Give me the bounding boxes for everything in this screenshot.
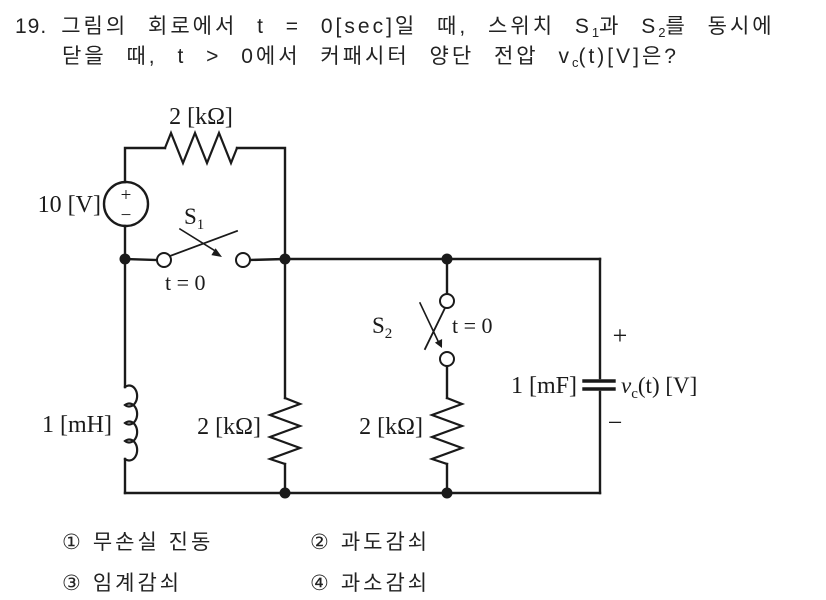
resistor-top-label: 2 [kΩ] bbox=[169, 104, 233, 130]
capacitor-minus-label: − bbox=[608, 408, 623, 437]
choice-4-number: ④ bbox=[310, 572, 329, 595]
node-s1-right bbox=[279, 253, 291, 265]
source-label: 10 [V] bbox=[38, 192, 101, 218]
node-s2-top bbox=[441, 253, 453, 265]
s2-subscript: 2 bbox=[658, 25, 666, 40]
choice-4: ④ 과소감쇠 bbox=[310, 567, 430, 597]
voltage-source-circle bbox=[102, 180, 150, 228]
resistor-right-zigzag bbox=[428, 396, 466, 466]
switch-s1-time-label: t = 0 bbox=[165, 270, 206, 295]
choice-2-number: ② bbox=[310, 531, 329, 554]
question-text-2a: 닫을 때, t > 0에서 커패시터 양단 전압 v bbox=[62, 45, 572, 68]
choice-1-label: 무손실 진동 bbox=[92, 531, 214, 554]
s1-right-contact bbox=[235, 252, 251, 268]
choice-3: ③ 임계감쇠 bbox=[62, 567, 182, 597]
s1-left-contact bbox=[156, 252, 172, 268]
capacitor-voltage-label: vc(t) [V] bbox=[621, 373, 697, 402]
capacitor-plus-label: + bbox=[613, 321, 628, 350]
choice-1: ① 무손실 진동 bbox=[62, 526, 213, 556]
circuit-labels: 2 [kΩ] 10 [V] S1 t = 0 1 [mH] 2 [kΩ] S2 … bbox=[38, 104, 698, 440]
choice-3-number: ③ bbox=[62, 572, 81, 595]
junction-dots bbox=[119, 253, 453, 499]
switch-s2-time-label: t = 0 bbox=[452, 313, 493, 338]
question-text-2b: (t)[V]은? bbox=[578, 45, 679, 68]
inductor-coil bbox=[123, 384, 139, 462]
resistor-right-label: 2 [kΩ] bbox=[359, 414, 423, 440]
choice-2: ② 과도감쇠 bbox=[310, 526, 430, 556]
question-line-2: 닫을 때, t > 0에서 커패시터 양단 전압 vc(t)[V]은? bbox=[62, 40, 679, 70]
switch-s1 bbox=[156, 227, 251, 268]
node-bottom-right bbox=[441, 487, 453, 499]
choice-3-label: 임계감쇠 bbox=[92, 572, 183, 595]
switch-s1-label: S1 bbox=[184, 204, 204, 233]
resistor-mid-label: 2 [kΩ] bbox=[197, 414, 261, 440]
wire-top-loop-left bbox=[123, 146, 167, 184]
question-text-1c: 를 동시에 bbox=[665, 15, 775, 38]
resistors bbox=[163, 130, 466, 466]
voltage-source-plus: + bbox=[121, 185, 132, 206]
capacitor bbox=[582, 379, 616, 391]
wire-top-loop-right bbox=[235, 146, 287, 261]
resistor-top-zigzag bbox=[163, 130, 239, 166]
choice-2-label: 과도감쇠 bbox=[340, 531, 431, 554]
choice-1-number: ① bbox=[62, 531, 81, 554]
s1-motion-line bbox=[178, 227, 219, 254]
s1-subscript: 1 bbox=[591, 25, 600, 40]
circuit-wires bbox=[123, 146, 602, 495]
question-text-1a: 그림의 회로에서 t = 0[sec]일 때, 스위치 S bbox=[61, 15, 592, 38]
s2-blade bbox=[423, 306, 447, 351]
capacitor-label: 1 [mF] bbox=[511, 373, 577, 399]
node-source-bottom bbox=[119, 253, 131, 265]
question-number: 19. bbox=[15, 15, 48, 38]
node-bottom-mid bbox=[279, 487, 291, 499]
question-text-1b: 과 S bbox=[599, 15, 659, 38]
s2-arrowhead bbox=[434, 339, 443, 348]
choice-4-label: 과소감쇠 bbox=[340, 572, 431, 595]
switch-s2 bbox=[418, 293, 455, 367]
s2-motion-line bbox=[418, 301, 440, 343]
switch-s2-label: S2 bbox=[372, 313, 392, 342]
voltage-source-minus: − bbox=[121, 205, 132, 226]
wire-main-horizontal bbox=[248, 257, 602, 262]
s2-top-contact bbox=[439, 293, 455, 309]
s1-arrowhead bbox=[211, 248, 222, 257]
voltage-source: + − bbox=[102, 180, 150, 228]
inductor-label: 1 [mH] bbox=[42, 412, 112, 438]
question-line-1: 19. 그림의 회로에서 t = 0[sec]일 때, 스위치 S1과 S2를 동… bbox=[15, 10, 775, 40]
vc-subscript: c bbox=[571, 55, 579, 70]
s2-bottom-contact bbox=[439, 351, 455, 367]
resistor-mid-zigzag bbox=[266, 396, 304, 466]
